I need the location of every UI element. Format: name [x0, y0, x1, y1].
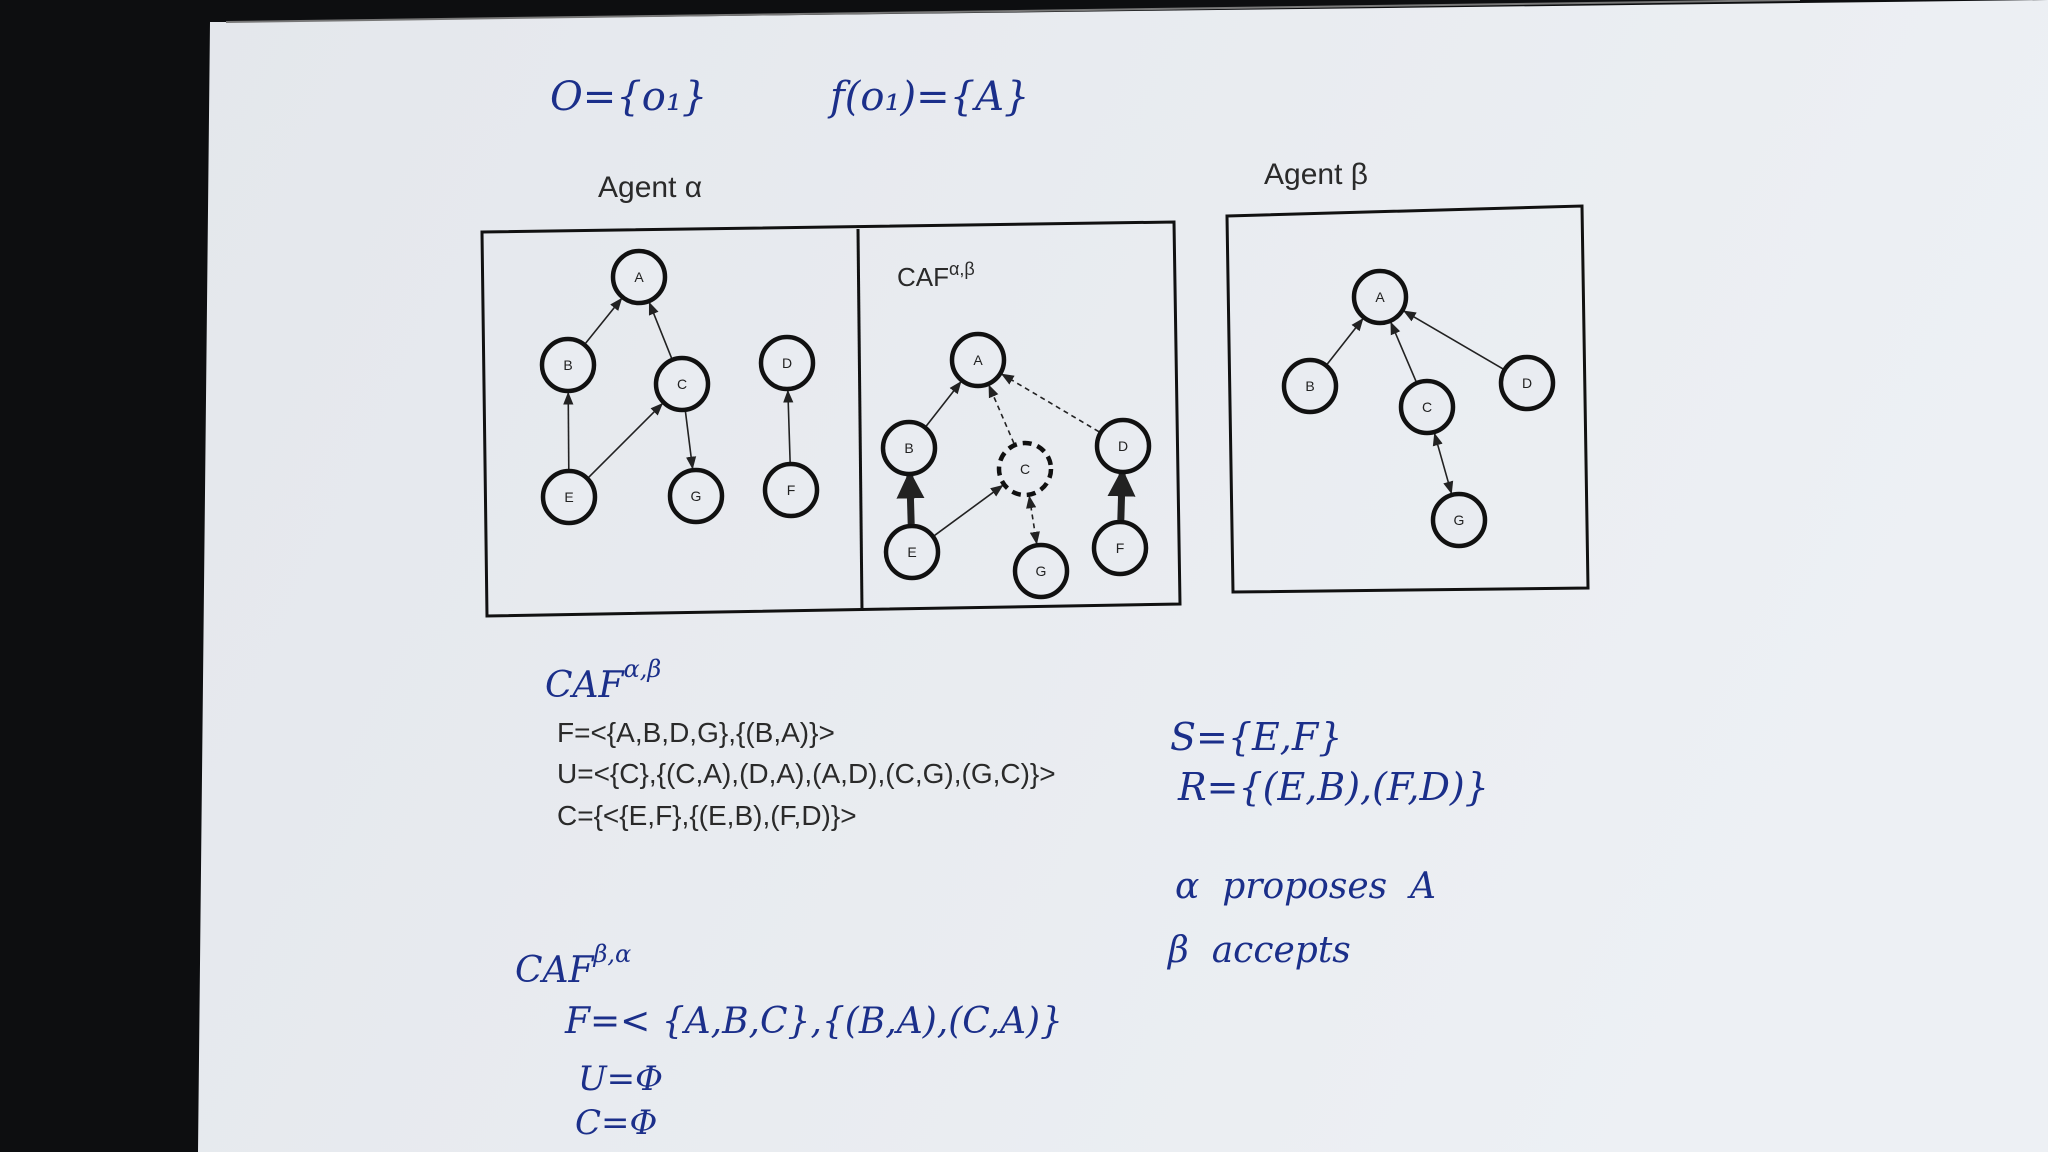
alpha-node-label-D: D [782, 355, 792, 371]
beta-node-label-D: D [1522, 375, 1532, 391]
caf-ba-line-c: C=Φ [575, 1103, 657, 1143]
beta-node-G: G [1430, 491, 1488, 549]
alpha-edge-B-A [584, 297, 623, 344]
beta-edge-C-A [1390, 321, 1417, 382]
caf-panel-label: CAFα,β [897, 259, 975, 292]
caf-node-E: E [883, 523, 941, 581]
beta-edge-C-G [1432, 432, 1454, 495]
alpha-node-D: D [758, 334, 816, 392]
graph-agent-alpha: A B C D E G F [539, 248, 820, 526]
caf-node-label-D: D [1118, 438, 1128, 454]
caf-ab-line-f: F=<{A,B,D,G},{(B,A)}> [557, 717, 835, 748]
beta-node-label-C: C [1422, 399, 1432, 415]
caf-edge-B-A [925, 381, 962, 427]
caf-node-label-B: B [904, 440, 913, 456]
caf-node-label-A: A [973, 352, 983, 368]
caf-node-C: C [996, 440, 1054, 498]
note-s-set: S={E,F} [1170, 715, 1342, 759]
caf-edge-D-A [1000, 373, 1100, 433]
alpha-node-B: B [539, 336, 597, 394]
caf-edge-E-B [896, 470, 925, 525]
caf-ba-title: CAFβ,α [515, 940, 631, 991]
alpha-node-G: G [667, 467, 725, 525]
agent-alpha-label: Agent α [598, 171, 702, 204]
caf-node-D: D [1094, 417, 1152, 475]
caf-node-B: B [880, 419, 938, 477]
beta-edge-B-A [1326, 318, 1364, 365]
agent-beta-label: Agent β [1264, 158, 1368, 191]
alpha-edge-F-D [783, 389, 794, 463]
caf-node-F: F [1091, 519, 1149, 577]
alpha-edge-E-C [588, 402, 664, 478]
alpha-node-label-E: E [564, 489, 573, 505]
alpha-edge-C-A [648, 301, 673, 359]
beta-node-label-B: B [1305, 378, 1314, 394]
handwritten-f-map: f(o₁)={A} [827, 74, 1029, 120]
caf-node-label-F: F [1116, 540, 1125, 556]
alpha-node-E: E [540, 468, 598, 526]
caf-ab-title: CAFα,β [545, 655, 661, 706]
agent-alpha-box [480, 220, 1182, 618]
caf-ab-line-u: U=<{C},{(C,A),(D,A),(A,D),(C,G),(G,C)}> [557, 758, 1056, 789]
caf-node-G: G [1012, 542, 1070, 600]
beta-node-B: B [1281, 357, 1339, 415]
beta-node-label-A: A [1375, 289, 1385, 305]
caf-edge-F-D [1107, 468, 1136, 521]
caf-node-label-E: E [907, 544, 916, 560]
alpha-node-F: F [762, 461, 820, 519]
alpha-node-C: C [653, 355, 711, 413]
beta-node-A: A [1351, 268, 1409, 326]
alpha-edge-C-G [684, 411, 697, 470]
beta-node-D: D [1498, 354, 1556, 412]
alpha-edge-E-B [563, 391, 574, 470]
graph-agent-beta: A B C D G [1281, 268, 1556, 549]
caf-ba-line-f: F=< {A,B,C},{(B,A),(C,A)} [564, 1001, 1063, 1042]
alpha-node-label-B: B [563, 357, 572, 373]
beta-node-label-G: G [1454, 512, 1465, 528]
caf-edge-E-C [934, 484, 1004, 537]
note-beta-accepts: β accepts [1166, 930, 1351, 971]
caf-ba-line-u: U=Φ [578, 1059, 663, 1099]
caf-node-label-G: G [1036, 563, 1047, 579]
caf-edge-C-A [988, 384, 1015, 444]
agent-beta-box [1225, 204, 1590, 594]
beta-edge-D-A [1403, 310, 1504, 370]
caf-node-A: A [949, 331, 1007, 389]
caf-edge-C-G [1026, 495, 1040, 545]
handwritten-o-set: O={o₁} [550, 74, 707, 120]
note-r-set: R={(E,B),(F,D)} [1177, 765, 1489, 809]
alpha-node-label-C: C [677, 376, 687, 392]
caf-ab-line-c: C={<{E,F},{(E,B),(F,D)}> [557, 800, 857, 831]
note-alpha-proposes: α proposes A [1175, 866, 1436, 907]
alpha-node-label-A: A [634, 269, 644, 285]
graph-caf-alpha-beta: A B C D E G F [880, 331, 1152, 600]
caf-node-label-C: C [1020, 461, 1030, 477]
beta-node-C: C [1398, 378, 1456, 436]
alpha-node-A: A [610, 248, 668, 306]
alpha-node-label-F: F [787, 482, 796, 498]
paper-fold-edge [225, 0, 1801, 23]
panel-divider [856, 228, 864, 612]
alpha-node-label-G: G [691, 488, 702, 504]
